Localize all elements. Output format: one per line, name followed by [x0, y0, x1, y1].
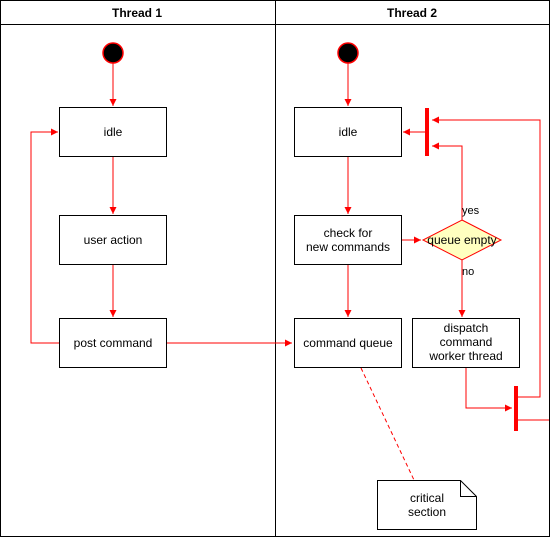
action-post-command — [59, 318, 167, 368]
action-idle-thread-2 — [294, 107, 402, 157]
action-dispatch-line-2: command — [440, 335, 493, 349]
action-dispatch-line-1: dispatch — [444, 321, 489, 335]
action-user-action — [59, 215, 167, 265]
start-node-thread-1 — [102, 42, 124, 64]
action-check-line-1: check for — [324, 226, 373, 240]
edge-yes-to-sync-bar-1 — [432, 142, 463, 220]
note-critical-section — [377, 480, 477, 530]
swimlane-title-thread-1: Thread 1 — [112, 6, 162, 20]
sync-bar-1 — [425, 108, 429, 156]
action-idle-thread-1-label: idle — [104, 125, 123, 139]
note-line-1: critical — [410, 491, 444, 505]
sync-bar-2 — [514, 386, 518, 431]
action-dispatch-worker — [412, 318, 520, 368]
action-idle-thread-1 — [59, 107, 167, 157]
note-line-2: section — [408, 505, 446, 519]
action-post-command-label: post command — [74, 336, 153, 350]
note-fold — [460, 480, 477, 497]
action-check-line-2: new commands — [306, 240, 390, 254]
swimlane-title-thread-2: Thread 2 — [387, 6, 437, 20]
edge-dispatch-to-sync-bar-2 — [465, 368, 512, 412]
edge-post-command-loop-to-idle — [30, 128, 59, 344]
edge-label-no: no — [462, 266, 474, 278]
edge-sync-bar-2-to-sync-bar-1 — [432, 116, 541, 398]
decision-queue-empty-label: queue empty — [427, 233, 496, 247]
action-user-action-label: user action — [84, 233, 143, 247]
start-node-thread-2 — [337, 42, 359, 64]
action-command-queue-label: command queue — [303, 336, 393, 350]
action-command-queue — [294, 318, 402, 368]
action-dispatch-line-3: worker thread — [428, 349, 502, 363]
action-idle-thread-2-label: idle — [339, 125, 358, 139]
action-check-new-commands — [294, 215, 402, 265]
edge-label-yes: yes — [462, 205, 480, 217]
